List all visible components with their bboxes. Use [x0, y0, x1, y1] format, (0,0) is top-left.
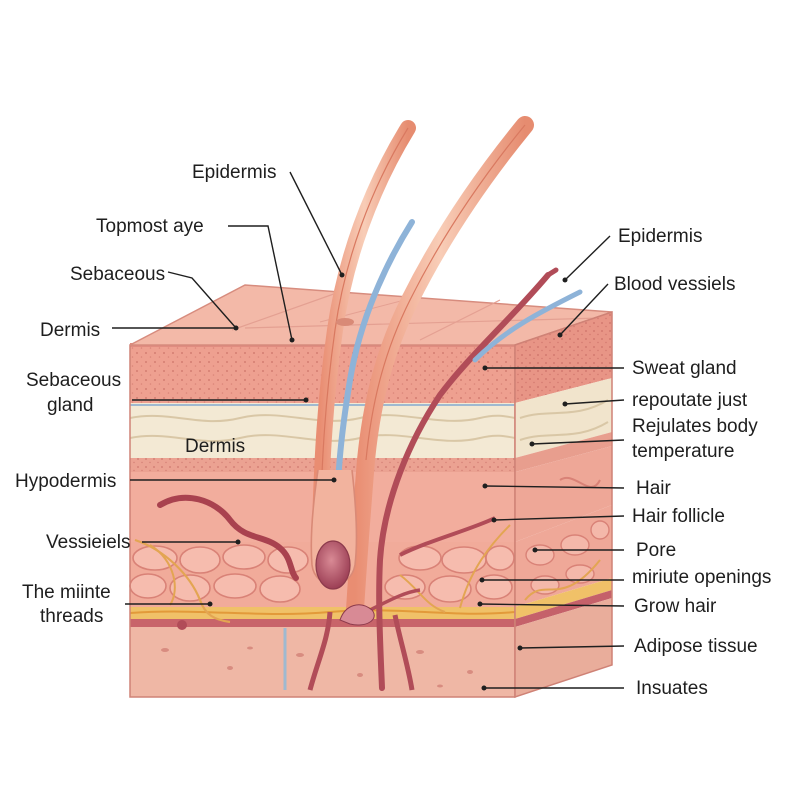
label-epidermis-right: Epidermis	[618, 226, 702, 247]
label-minute-openings: miriute openings	[632, 567, 771, 588]
blood-vessel-red	[376, 272, 551, 691]
label-topmost-layer: Topmost aye	[96, 216, 204, 237]
label-reputate-just: repoutate just	[632, 390, 748, 411]
hair-bulb	[315, 540, 351, 590]
label-hair-follicle: Hair follicle	[632, 506, 725, 527]
label-insulates: Insuates	[636, 678, 708, 699]
labels-right: Epidermis Blood vessiels Sweat gland rep…	[614, 226, 771, 699]
blood-vessel-blue	[472, 289, 583, 363]
label-sebaceous: Sebaceous	[70, 264, 165, 285]
labels-left: Epidermis Topmost aye Sebaceous Dermis S…	[15, 162, 276, 627]
label-sebaceous-gland-line2: gland	[47, 395, 94, 416]
label-threads-line2: threads	[40, 606, 103, 627]
label-grow-hair: Grow hair	[634, 596, 717, 617]
label-pore: Pore	[636, 540, 676, 561]
leader-lines	[112, 171, 625, 691]
label-regulates-line1: Rejulates body	[632, 416, 758, 437]
base-layer-front	[130, 627, 515, 697]
label-sweat-gland: Sweat gland	[632, 358, 737, 379]
internal-structures	[134, 116, 583, 691]
label-vessels: Vessieiels	[46, 532, 131, 553]
label-threads-line1: The miinte	[22, 582, 111, 603]
label-dermis-inner: Dermis	[185, 436, 245, 457]
label-adipose-tissue: Adipose tissue	[634, 636, 758, 657]
vessel-loop	[157, 494, 299, 581]
label-regulates-line2: temperature	[632, 441, 734, 462]
label-epidermis-top: Epidermis	[192, 162, 276, 183]
label-hair: Hair	[636, 478, 672, 499]
label-sebaceous-gland-line1: Sebaceous	[26, 370, 121, 391]
label-hypodermis: Hypodermis	[15, 471, 116, 492]
skin-block-side	[514, 310, 613, 699]
label-blood-vessels: Blood vessiels	[614, 274, 735, 295]
label-dermis: Dermis	[40, 320, 100, 341]
